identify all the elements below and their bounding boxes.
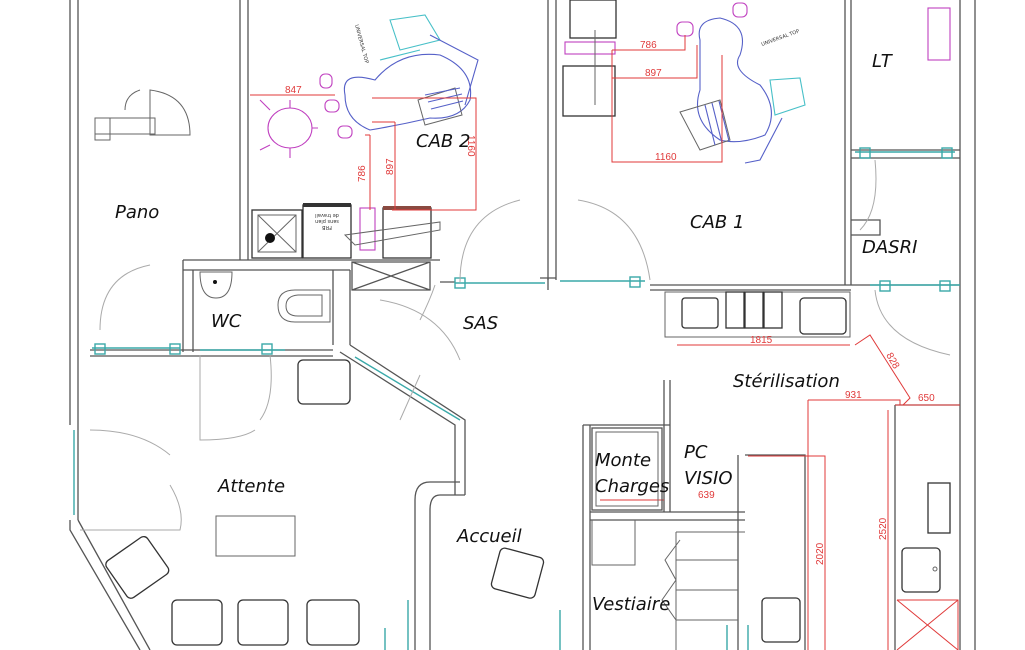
frb-label: FRB <box>322 224 332 230</box>
room-label-vestiaire: Vestiaire <box>592 594 670 615</box>
sterilisation-counters <box>661 291 959 650</box>
dimension-label: 639 <box>698 490 715 501</box>
cab2-dimensions: 847 786 897 1160 <box>250 85 477 211</box>
unit-label: UNIVERSAL TOP <box>353 24 369 64</box>
room-label-pano: Pano <box>115 202 159 223</box>
sterilisation-dimensions: 1815 828 931 650 2020 2520 639 <box>600 334 960 650</box>
wc-fixtures <box>199 271 331 323</box>
room-label-monte-charges: Charges <box>595 476 669 497</box>
room-label-pc-visio: PC <box>684 442 708 463</box>
door-swings <box>80 159 951 531</box>
dimension-label: 2520 <box>878 517 889 540</box>
monte-charges-box <box>591 427 663 511</box>
dimension-label: 931 <box>845 390 862 401</box>
attente-furniture <box>105 359 749 650</box>
dimension-label: 897 <box>645 68 662 79</box>
frb-label: sans plan <box>315 218 339 224</box>
cab1-furniture: UNIVERSAL TOP <box>562 0 951 164</box>
dimension-label: 786 <box>357 165 368 182</box>
frb-label: de travail <box>315 212 339 218</box>
room-label-wc: WC <box>211 311 242 332</box>
dimension-label: 897 <box>385 158 396 175</box>
room-label-sterilisation: Stérilisation <box>733 371 840 392</box>
pano-equipment <box>94 89 191 141</box>
dimension-label: 1160 <box>655 152 677 163</box>
room-labels: Pano CAB 2 CAB 1 LT DASRI WC SAS Stérili… <box>115 51 917 615</box>
room-label-accueil: Accueil <box>456 526 522 547</box>
unit-label: UNIVERSAL TOP <box>761 29 801 48</box>
dimension-label: 1160 <box>465 135 476 157</box>
dimension-label: 2020 <box>815 542 826 565</box>
cab1-dimensions: 786 897 1160 <box>611 35 723 163</box>
room-label-pc-visio: VISIO <box>684 468 733 489</box>
room-label-cab2: CAB 2 <box>416 131 470 152</box>
room-label-lt: LT <box>872 51 894 72</box>
room-label-sas: SAS <box>463 313 498 334</box>
room-label-cab1: CAB 1 <box>690 212 744 233</box>
dimension-label: 650 <box>918 393 935 404</box>
cab2-furniture: FRB sans plan de travail UNIVERSAL TOP <box>251 14 479 259</box>
dimension-label: 1815 <box>750 335 773 346</box>
room-label-attente: Attente <box>217 476 285 497</box>
room-label-monte-charges: Monte <box>595 450 651 471</box>
dimension-label: 786 <box>640 40 657 51</box>
room-label-dasri: DASRI <box>862 237 917 258</box>
dimension-label: 828 <box>883 351 901 371</box>
glass-partitions <box>73 147 960 515</box>
dimension-label: 847 <box>285 85 302 96</box>
